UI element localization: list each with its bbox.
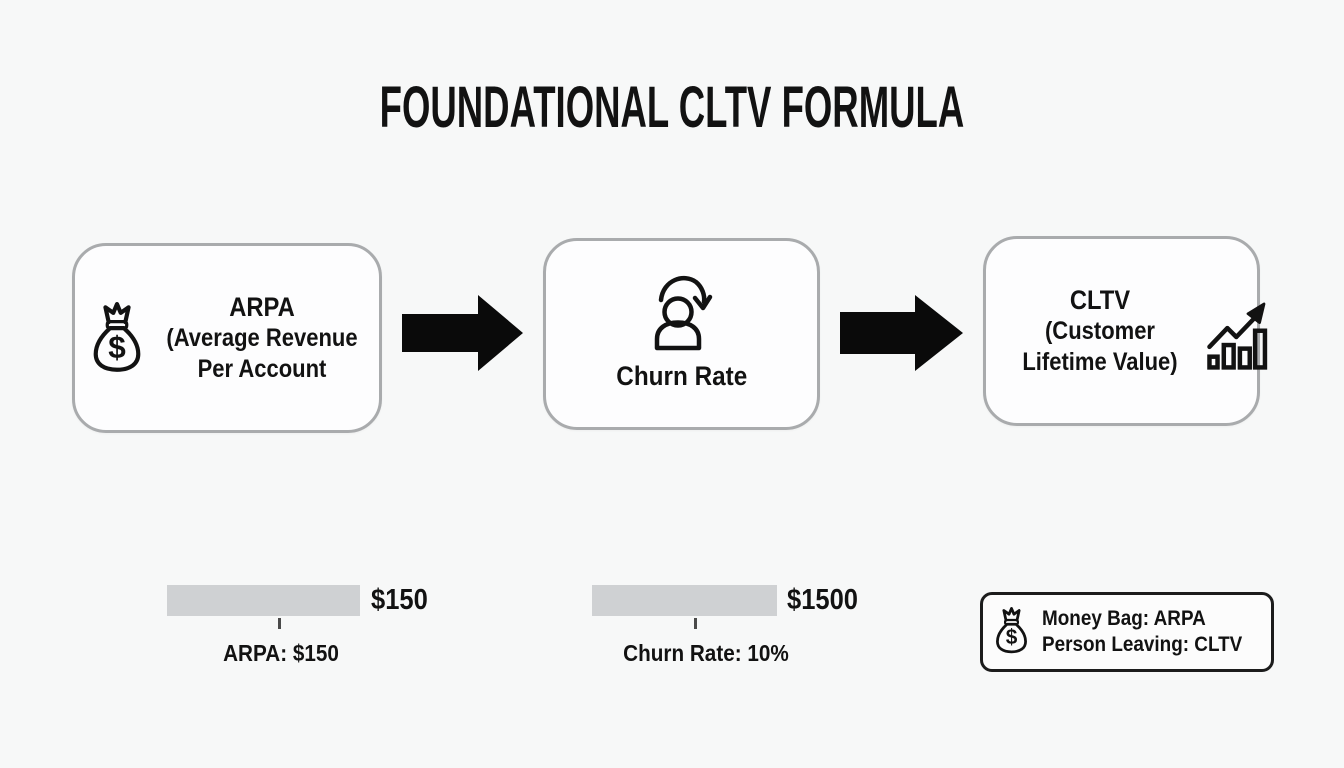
dollar-glyph: $ — [108, 330, 126, 365]
legend-box: $ Money Bag: ARPA Person Leaving: CLTV — [980, 592, 1274, 672]
arpa-bar-value-label: $150 — [371, 584, 428, 616]
arrow-right-icon — [402, 295, 523, 371]
page-title-text: FOUNDATIONAL CLTV FORMULA — [379, 75, 965, 140]
node-cltv-subtitle-1: (Customer — [1044, 317, 1155, 345]
flow-node-arpa: $ ARPA (Average Revenue Per Account — [72, 243, 382, 433]
arrow-right-icon — [840, 295, 963, 371]
legend-line-2: Person Leaving: CLTV — [1042, 633, 1243, 656]
legend-text: Money Bag: ARPA Person Leaving: CLTV — [1042, 606, 1242, 658]
flow-node-cltv: CLTV (Customer Lifetime Value) — [983, 236, 1268, 426]
node-churn-title: Churn Rate — [616, 361, 747, 391]
node-arpa-text: ARPA (Average Revenue Per Account — [159, 291, 365, 385]
node-cltv-text: CLTV (Customer Lifetime Value) — [996, 284, 1204, 378]
node-arpa-title: ARPA — [229, 292, 295, 322]
node-cltv-title: CLTV — [1069, 285, 1131, 315]
node-cltv-subtitle-2: Lifetime Value) — [1022, 348, 1178, 376]
money-bag-icon: $ — [993, 605, 1030, 659]
churn-bar-value-label: $1500 — [787, 584, 858, 616]
arpa-bar-caption: ARPA: $150 — [223, 640, 339, 666]
arpa-value-bar — [167, 585, 360, 616]
node-arpa-subtitle-2: Per Account — [197, 355, 327, 383]
churn-bar-tick — [694, 618, 697, 629]
money-bag-icon: $ — [89, 299, 145, 378]
churn-value-bar — [592, 585, 777, 616]
legend-line-1: Money Bag: ARPA — [1042, 607, 1206, 630]
dollar-glyph: $ — [1006, 626, 1018, 649]
growth-chart-icon — [1205, 299, 1273, 380]
flow-node-churn-rate: Churn Rate — [543, 238, 820, 430]
churn-bar-caption: Churn Rate: 10% — [623, 640, 789, 666]
page-title: FOUNDATIONAL CLTV FORMULA — [0, 79, 1344, 137]
node-arpa-subtitle-1: (Average Revenue — [166, 324, 358, 352]
person-churn-icon — [644, 268, 720, 357]
arpa-bar-tick — [278, 618, 281, 629]
